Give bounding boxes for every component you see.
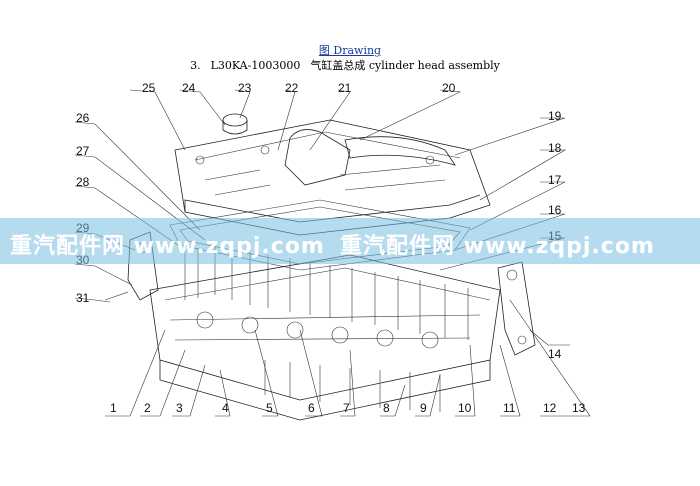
bolts-row (184, 245, 469, 412)
callout-27: 27 (76, 144, 90, 158)
callout-4: 4 (222, 401, 229, 415)
callout-7: 7 (343, 401, 350, 415)
callout-28: 28 (76, 175, 90, 189)
callout-2: 2 (144, 401, 151, 415)
callout-13: 13 (572, 401, 586, 415)
callout-8: 8 (383, 401, 390, 415)
callout-25: 25 (142, 81, 156, 95)
callout-31: 31 (76, 291, 90, 305)
callout-20: 20 (442, 81, 456, 95)
lifting-bracket-rear (497, 261, 536, 356)
callout-12: 12 (543, 401, 557, 415)
callout-11: 11 (503, 401, 516, 415)
callout-10: 10 (458, 401, 472, 415)
callout-3: 3 (176, 401, 183, 415)
callout-14: 14 (548, 347, 562, 361)
callout-9: 9 (420, 401, 427, 415)
valve-cover (174, 113, 491, 236)
drawing-header: 图 Drawing 3. L30KA-1003000 气缸盖总成 cylinder … (0, 44, 700, 73)
watermark-text-right: 重汽配件网 www.zqpj.com (340, 234, 655, 259)
callout-17: 17 (548, 173, 562, 187)
callout-5: 5 (266, 401, 273, 415)
callout-16: 16 (548, 203, 562, 217)
callout-6: 6 (308, 401, 315, 415)
callout-21: 21 (338, 81, 352, 95)
callout-23: 23 (238, 81, 252, 95)
callout-24: 24 (182, 81, 196, 95)
cylinder-head (149, 245, 501, 421)
callout-18: 18 (548, 141, 562, 155)
drawing-link[interactable]: 图 Drawing (318, 44, 382, 57)
part-name: 气缸盖总成 cylinder head assembly (310, 59, 500, 72)
callout-26: 26 (76, 111, 90, 125)
callout-22: 22 (285, 81, 299, 95)
assembly-title: 3. L30KA-1003000 气缸盖总成 cylinder head assem… (0, 59, 700, 73)
callout-19: 19 (548, 109, 562, 123)
watermark-text-left: 重汽配件网 www.zqpj.com (10, 234, 325, 259)
callout-1: 1 (110, 401, 117, 415)
item-number: 3. (190, 59, 201, 72)
watermark-band: 重汽配件网 www.zqpj.com 重汽配件网 www.zqpj.com (0, 218, 700, 264)
part-code: L30KA-1003000 (210, 59, 301, 72)
